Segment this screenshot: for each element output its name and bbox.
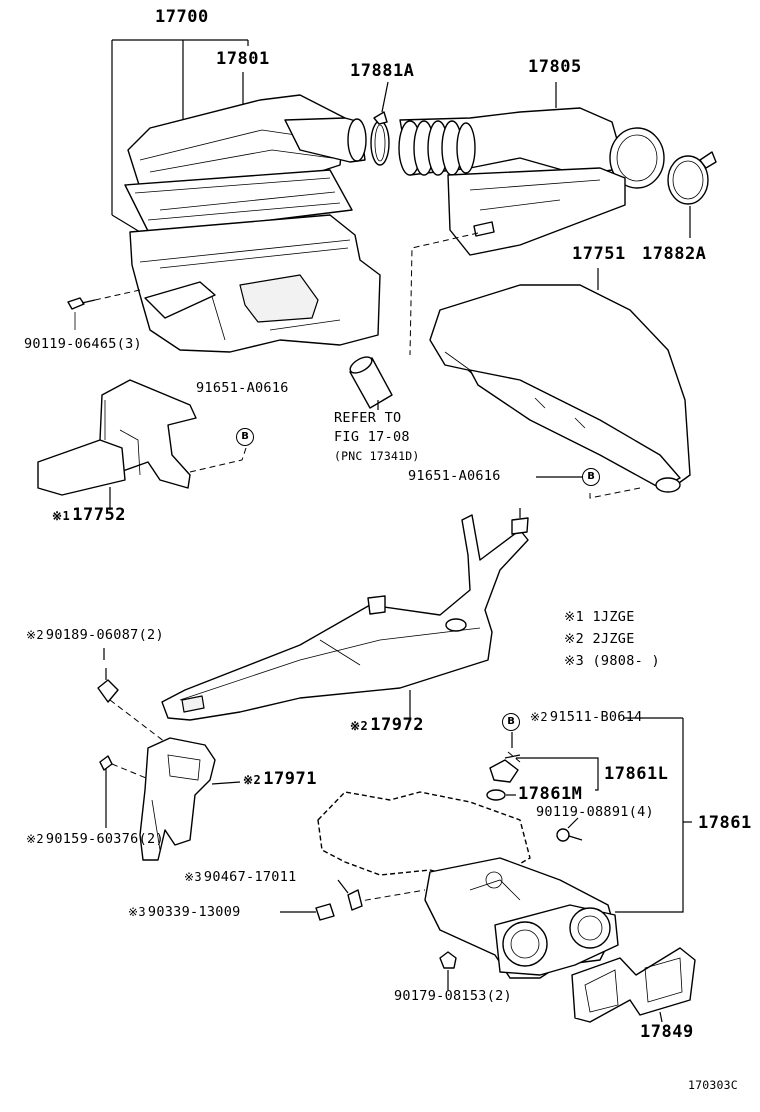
callout-b-top: B (236, 428, 254, 446)
label-17881a: 17881A (350, 61, 415, 81)
oring-17861m (486, 789, 516, 801)
valve-17861l (489, 754, 521, 783)
bracket-17752 (37, 379, 197, 510)
label-90189-06087-number: 90189-06087(2) (45, 627, 164, 643)
label-17971-number: 17971 (263, 769, 317, 789)
duct-17971 (139, 737, 241, 861)
label-17861: 17861 (698, 813, 752, 833)
mark-2: ※2 (26, 832, 44, 846)
gasket-17849 (571, 947, 696, 1023)
legend-row-2: ※2 2JZGE (564, 631, 635, 647)
bolt-90119-08891 (556, 817, 583, 842)
clip-90189-06087 (97, 648, 119, 703)
figure-code: 170303C (688, 1078, 738, 1092)
refer-line-2: FIG 17-08 (334, 429, 410, 445)
air-filter-element (124, 169, 353, 236)
callout-b-duct: B (582, 468, 600, 486)
plug-90339-13009 (280, 903, 335, 921)
label-91511-b0614-number: 91511-B0614 (549, 709, 643, 725)
air-duct-17751 (429, 268, 691, 493)
mark-2: ※2 (530, 710, 548, 724)
refer-pipe (349, 356, 393, 409)
label-90159-60376-number: 90159-60376(2) (45, 831, 164, 847)
label-91651-a0616-bottom: 91651-A0616 (408, 468, 501, 484)
legend-text-3: (9808- ) (592, 653, 660, 669)
label-90119-06465: 90119-06465(3) (24, 336, 142, 352)
air-cleaner-case (129, 214, 381, 353)
intake-hose-17805 (398, 82, 665, 256)
label-17805: 17805 (528, 57, 582, 77)
label-17849: 17849 (640, 1022, 694, 1042)
label-17801: 17801 (216, 49, 270, 69)
hose-clamp-17881a (370, 81, 390, 166)
intake-manifold (317, 791, 619, 979)
mark-1: ※1 (52, 509, 71, 523)
mark-3: ※3 (128, 905, 146, 919)
label-90179-08153: 90179-08153(2) (394, 988, 512, 1004)
mark-2: ※2 (243, 773, 262, 787)
label-91651-a0616-top: 91651-A0616 (196, 380, 289, 396)
refer-line-3: (PNC 17341D) (334, 449, 420, 463)
air-duct-17972 (161, 508, 529, 721)
mark-2: ※2 (26, 628, 44, 642)
label-17882a: 17882A (642, 244, 707, 264)
refer-line-1: REFER TO (334, 410, 402, 426)
legend-text-1: 1JZGE (592, 609, 635, 625)
label-90119-08891: 90119-08891(4) (536, 804, 654, 820)
legend-row-3: ※3 (9808- ) (564, 653, 660, 669)
label-17972-number: 17972 (370, 715, 424, 735)
label-17861m: 17861M (518, 784, 583, 804)
legend-mark-3: ※3 (564, 653, 585, 669)
bolt-90159-60376 (99, 755, 113, 828)
mark-3: ※3 (184, 870, 202, 884)
hose-clamp-17882a (667, 151, 717, 238)
label-17861l: 17861L (604, 764, 669, 784)
legend-text-2: 2JZGE (592, 631, 635, 647)
label-17752-number: 17752 (72, 505, 126, 525)
label-90467-17011-number: 90467-17011 (203, 869, 297, 885)
label-17751: 17751 (572, 244, 626, 264)
nut-90179-08153 (439, 951, 457, 990)
air-cleaner-cap (127, 94, 367, 197)
legend-mark-2: ※2 (564, 631, 585, 647)
legend-row-1: ※1 1JZGE (564, 609, 635, 625)
clip-90467-17011 (337, 879, 363, 911)
bolt-90119-06465 (67, 289, 141, 330)
label-90339-13009-number: 90339-13009 (147, 904, 241, 920)
callout-b-manifold: B (502, 713, 520, 731)
legend-mark-1: ※1 (564, 609, 585, 625)
label-17700: 17700 (155, 7, 209, 27)
mark-2: ※2 (350, 719, 369, 733)
